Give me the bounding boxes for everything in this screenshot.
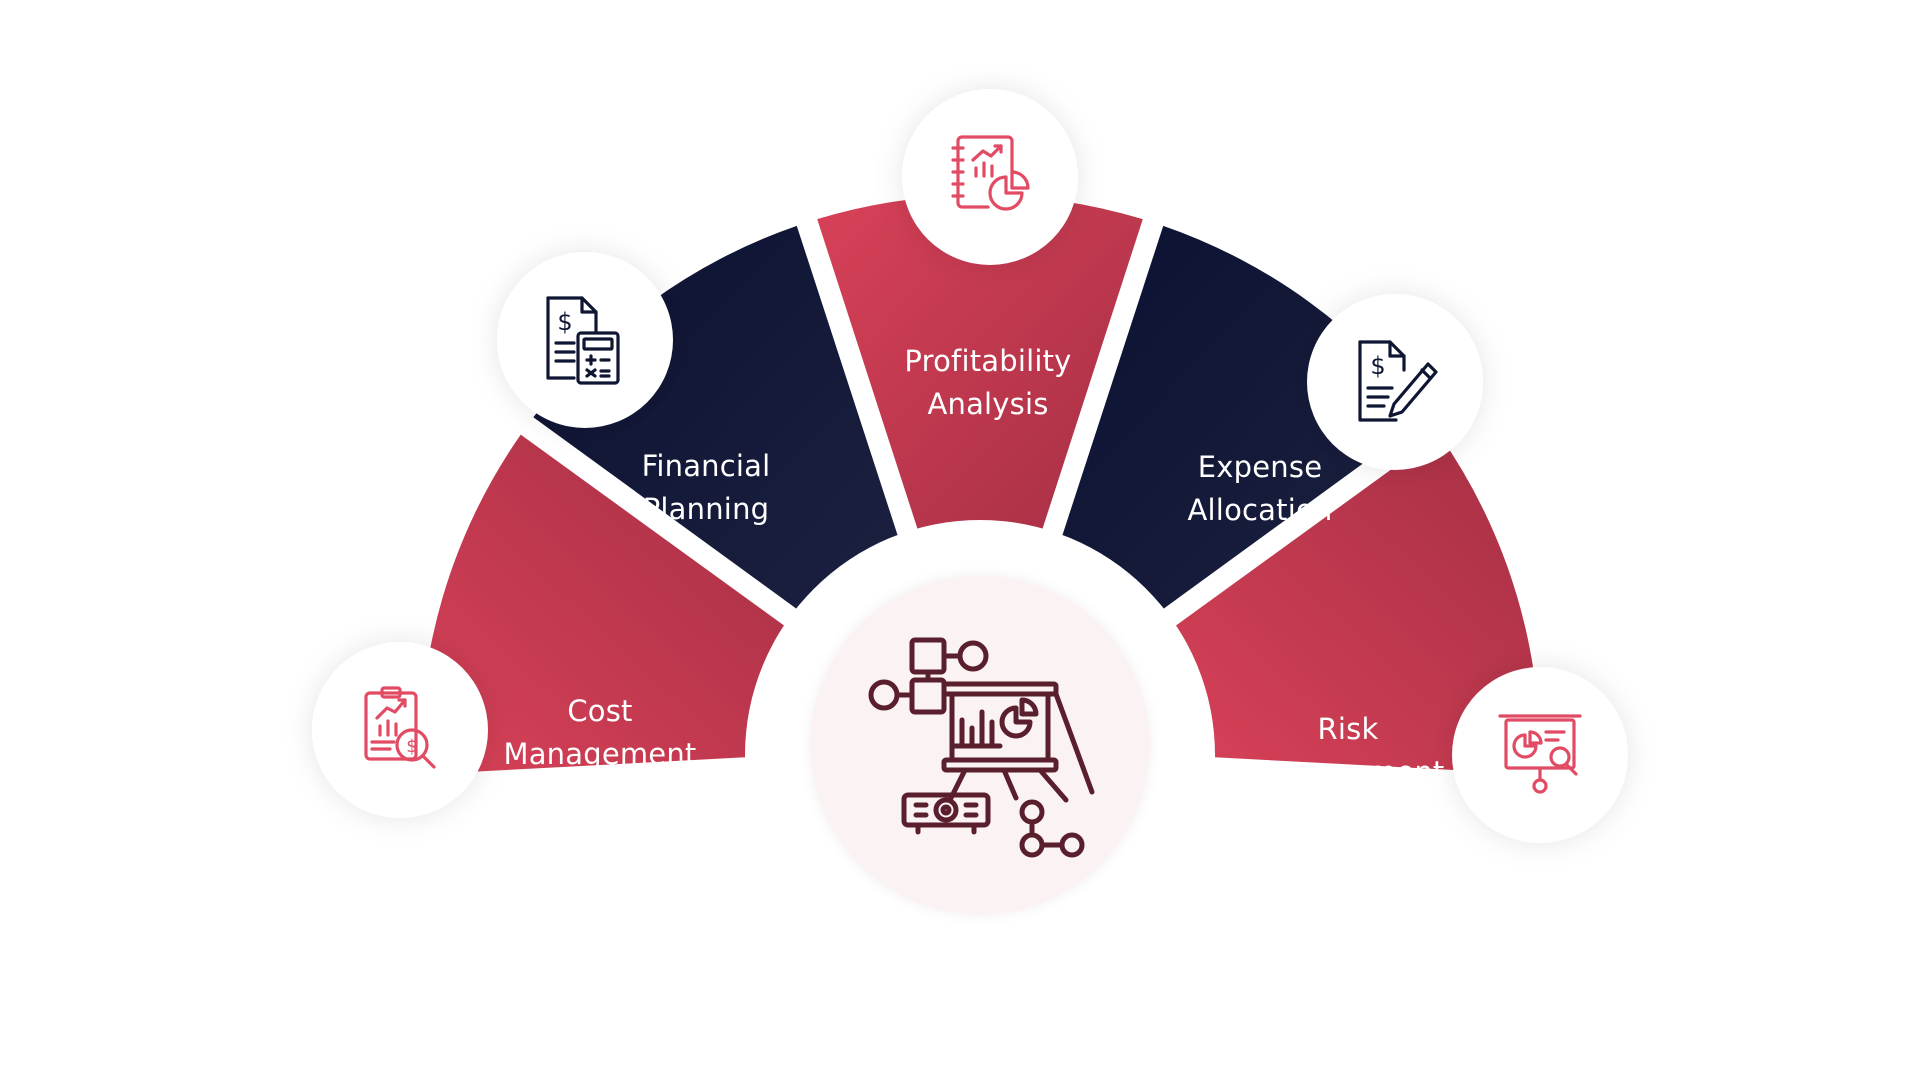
profitability-icon-circle [902, 89, 1078, 265]
presentation-board-search-icon [1498, 714, 1582, 794]
dollar-document-pen-icon: $ [1358, 340, 1438, 422]
segment-profitability [817, 195, 1143, 534]
financial-label-line1: Financial [641, 449, 771, 483]
profitability-label-line2: Analysis [927, 387, 1049, 421]
expense-allocation-label: Expense Allocation [1130, 446, 1390, 532]
svg-text:$: $ [1370, 352, 1385, 380]
expense-label-line2: Allocation [1187, 493, 1333, 527]
svg-text:$: $ [406, 736, 417, 757]
profitability-analysis-label: Profitability Analysis [858, 340, 1118, 426]
expense-icon-circle [1307, 294, 1483, 470]
svg-text:$: $ [557, 308, 572, 336]
icon-circles-layer [312, 89, 1628, 843]
profitability-label-line1: Profitability [904, 344, 1072, 378]
clipboard-chart-dollar-search-icon: $ [364, 686, 436, 769]
financial-planning-label: Financial Planning [576, 445, 836, 531]
cost-label-line2: Management [503, 737, 697, 771]
dollar-document-calculator-icon: $ [546, 296, 620, 385]
risk-icon-circle [1452, 667, 1628, 843]
risk-label-line2: Management [1251, 755, 1445, 789]
expense-label-line1: Expense [1197, 450, 1323, 484]
report-chart-pie-icon [951, 135, 1030, 211]
cost-icon-circle [312, 642, 488, 818]
cost-label-line1: Cost [567, 694, 633, 728]
risk-label-line1: Risk [1317, 712, 1379, 746]
cost-management-label: Cost Management [470, 690, 730, 776]
financial-label-line2: Planning [642, 492, 770, 526]
risk-management-label: Risk Management [1218, 708, 1478, 794]
segment-cost [419, 434, 788, 775]
segment-risk [1172, 434, 1540, 775]
presentation-analytics-icon [868, 637, 1095, 858]
